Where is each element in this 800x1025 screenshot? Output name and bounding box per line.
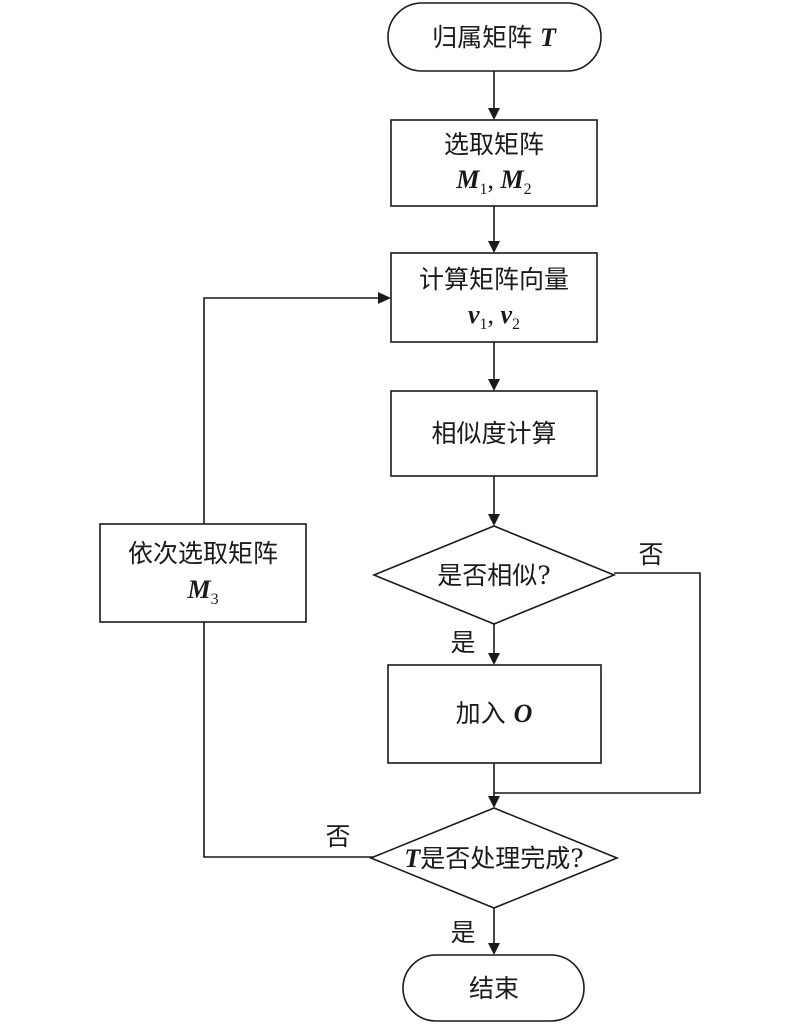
select-matrices-node: 选取矩阵 M1, M2 bbox=[390, 119, 598, 207]
start-node: 归属矩阵 T bbox=[387, 2, 602, 72]
edge-decision-no-bypass bbox=[494, 572, 701, 794]
select-next-label: 依次选取矩阵 bbox=[128, 539, 278, 568]
is-done-label: 是否处理完成? bbox=[420, 844, 583, 873]
add-o-node: 加入 O bbox=[387, 664, 602, 764]
add-o-label: 加入 bbox=[456, 699, 514, 728]
subscript: 3 bbox=[211, 591, 219, 608]
subscript: 1 bbox=[480, 181, 488, 198]
similarity-node: 相似度计算 bbox=[390, 390, 598, 477]
subscript: 1 bbox=[480, 316, 488, 333]
is-similar-yes-label: 是 bbox=[450, 628, 475, 657]
matrix-t-symbol: T bbox=[404, 844, 421, 873]
select-next-node: 依次选取矩阵 M3 bbox=[99, 523, 307, 623]
arrowhead bbox=[488, 514, 500, 526]
vectors-v1-v2: v1, v2 bbox=[468, 300, 520, 333]
matrix-m2-symbol: M bbox=[500, 165, 525, 194]
subscript: 2 bbox=[524, 181, 532, 198]
subscript: 2 bbox=[512, 316, 520, 333]
vector-v1-symbol: v bbox=[468, 300, 480, 329]
edge-next-to-compute bbox=[203, 297, 380, 524]
similarity-label: 相似度计算 bbox=[431, 419, 556, 448]
matrix-m1-symbol: M bbox=[455, 165, 480, 194]
svg-text:加入 O: 加入 O bbox=[456, 699, 533, 728]
matrices-m1-m2: M1, M2 bbox=[455, 165, 531, 198]
select-matrices-label: 选取矩阵 bbox=[444, 130, 544, 159]
arrowhead bbox=[488, 653, 500, 665]
compute-vectors-node: 计算矩阵向量 v1, v2 bbox=[390, 252, 598, 343]
arrowhead bbox=[488, 108, 500, 120]
is-similar-label: 是否相似? bbox=[437, 561, 550, 590]
svg-text:归属矩阵 T: 归属矩阵 T bbox=[432, 23, 557, 52]
compute-vectors-label: 计算矩阵向量 bbox=[419, 265, 569, 294]
start-label: 归属矩阵 bbox=[432, 23, 540, 52]
connectors bbox=[203, 71, 701, 955]
separator: , bbox=[488, 165, 501, 194]
is-similar-decision: 是否相似? bbox=[371, 525, 617, 625]
end-node: 结束 bbox=[402, 954, 585, 1022]
is-done-yes-label: 是 bbox=[450, 918, 475, 947]
is-similar-no-label: 否 bbox=[638, 540, 663, 569]
vector-v2-symbol: v bbox=[501, 300, 513, 329]
arrowhead bbox=[378, 292, 391, 304]
is-done-no-label: 否 bbox=[325, 822, 350, 851]
arrowhead bbox=[488, 943, 500, 955]
end-label: 结束 bbox=[469, 974, 519, 1003]
set-o-symbol: O bbox=[514, 699, 533, 728]
separator: , bbox=[488, 300, 501, 329]
arrowhead bbox=[488, 241, 500, 253]
is-done-decision: T是否处理完成? bbox=[368, 807, 620, 909]
matrix-t-symbol: T bbox=[540, 23, 557, 52]
svg-text:T是否处理完成?: T是否处理完成? bbox=[404, 844, 583, 873]
matrix-m3-symbol: M bbox=[186, 575, 211, 604]
arrowhead bbox=[488, 796, 500, 808]
arrowhead bbox=[488, 379, 500, 391]
matrix-m3: M3 bbox=[186, 575, 218, 608]
edge-done-no-loop bbox=[203, 622, 374, 858]
